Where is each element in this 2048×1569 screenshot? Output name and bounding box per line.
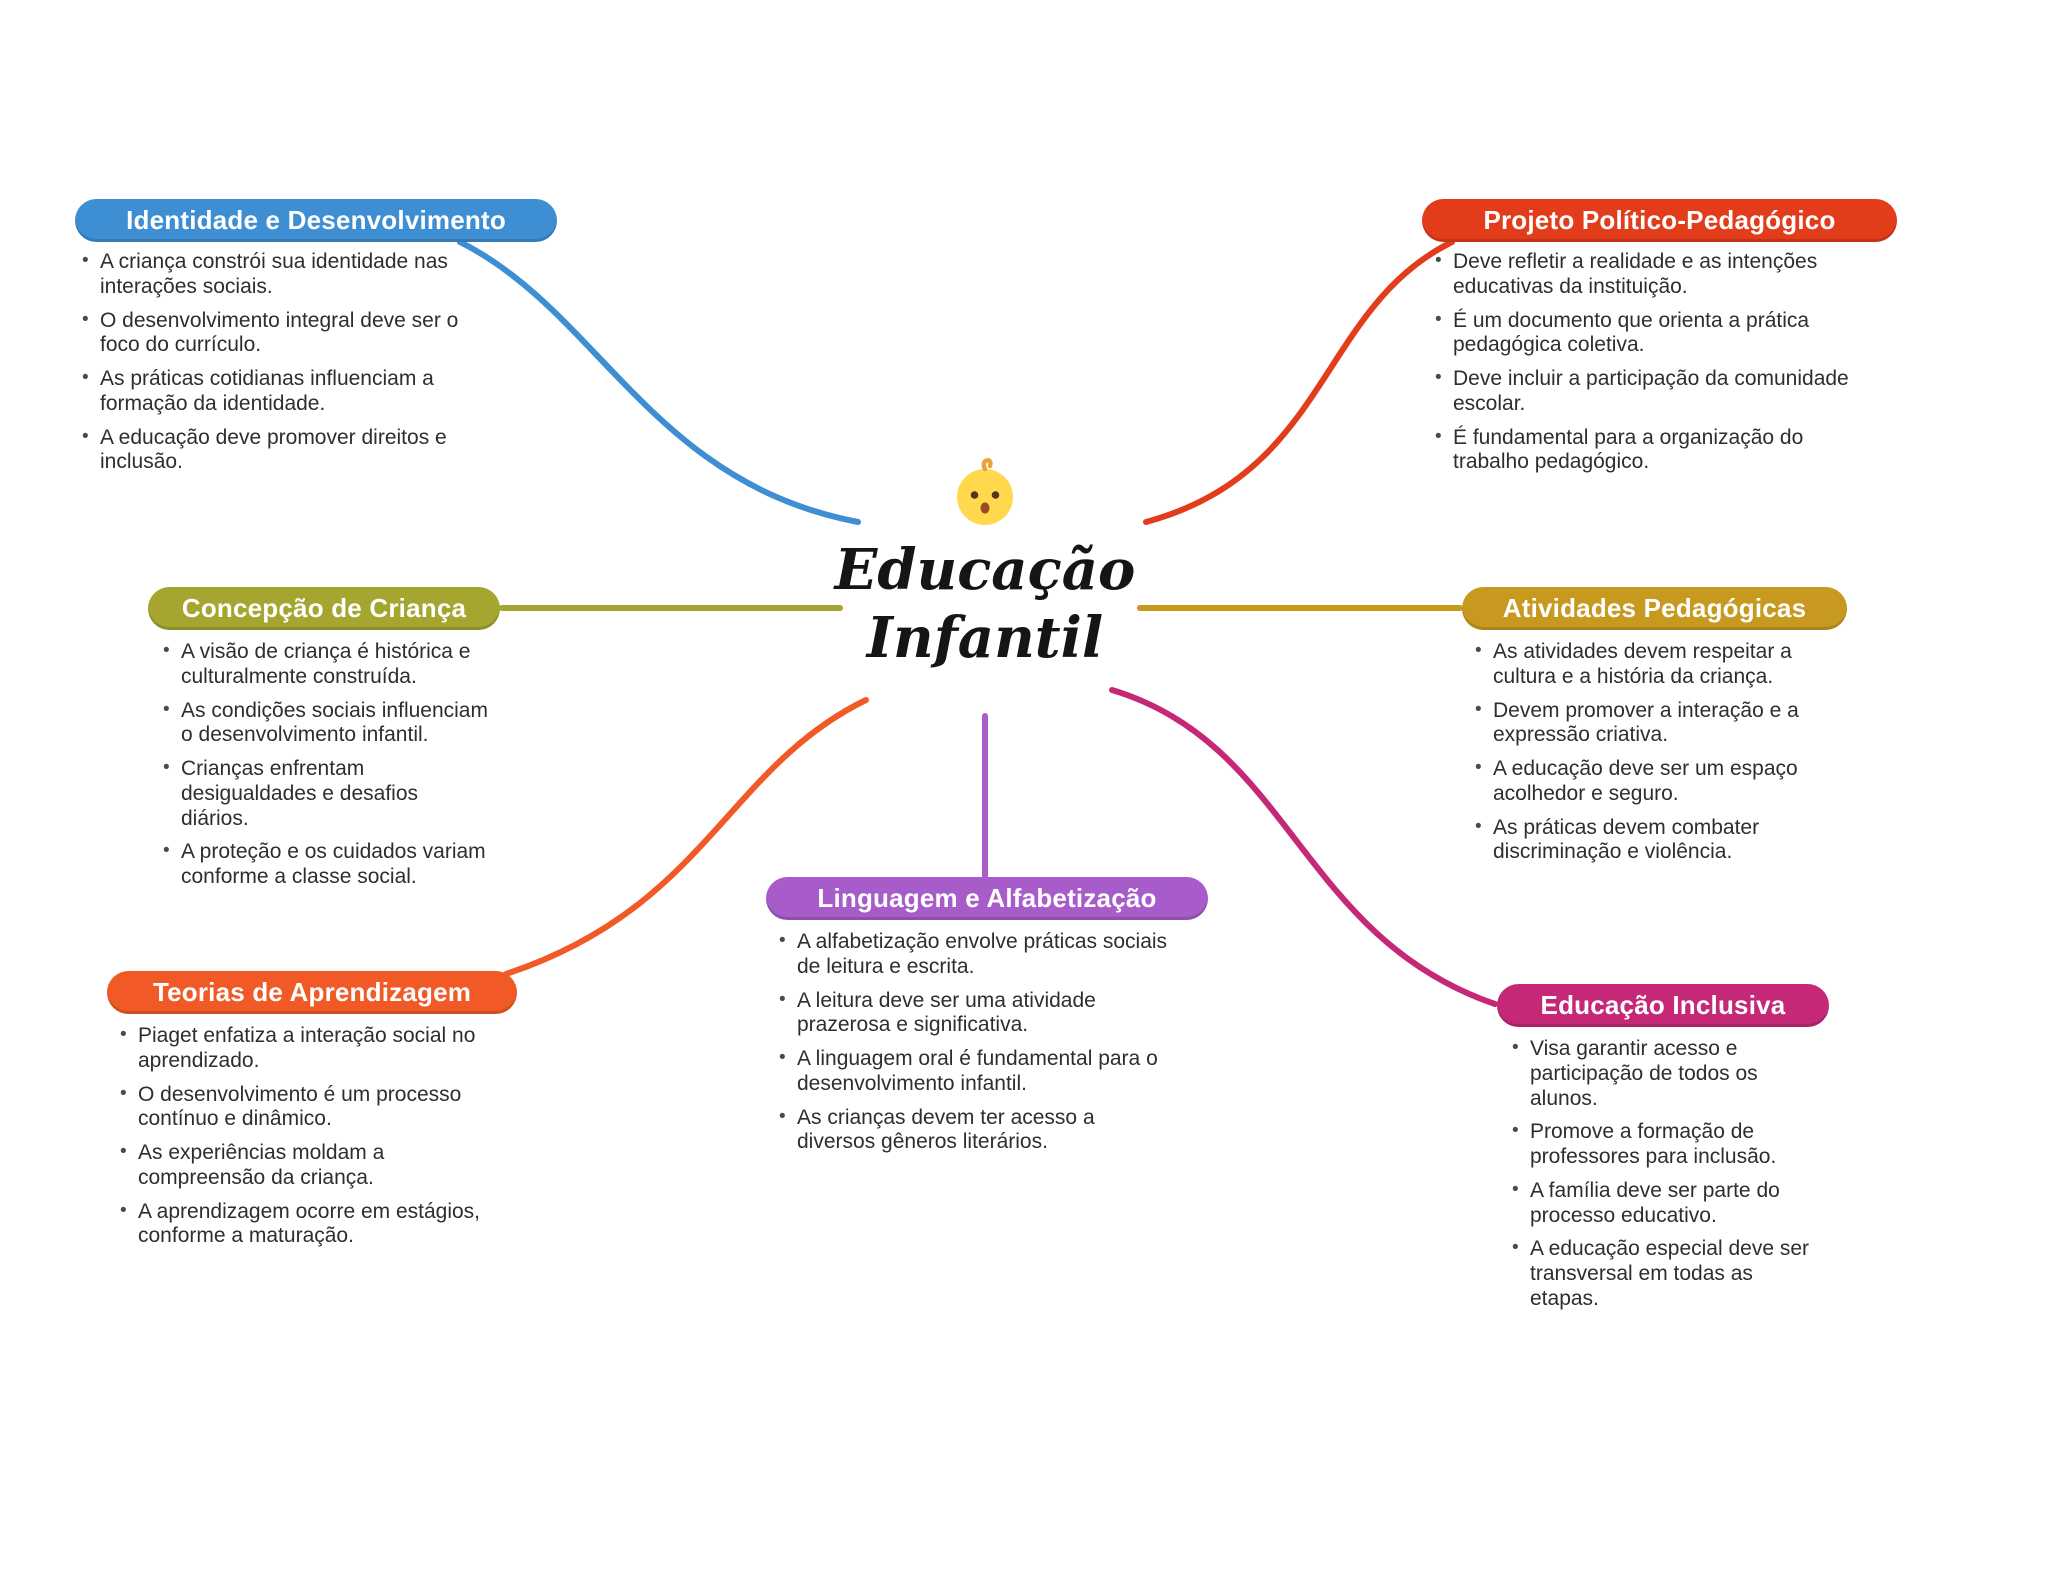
branch-item: É fundamental para a organização do trab… — [1432, 426, 1857, 476]
branch-item: Promove a formação de professores para i… — [1509, 1120, 1827, 1170]
branch-atividades-pedagogicas: Atividades Pedagógicas As atividades dev… — [1462, 587, 1847, 874]
center-node: Educação Infantil — [810, 455, 1160, 673]
branch-item-list: Deve refletir a realidade e as intenções… — [1432, 250, 1857, 475]
branch-item-list: Piaget enfatiza a interação social no ap… — [117, 1024, 497, 1249]
branch-item: A educação deve ser um espaço acolhedor … — [1472, 757, 1827, 807]
branch-concepcao-de-crianca: Concepção de Criança A visão de criança … — [148, 587, 500, 899]
branch-item: A proteção e os cuidados variam conforme… — [160, 840, 490, 890]
branch-item: Piaget enfatiza a interação social no ap… — [117, 1024, 497, 1074]
branch-title-pill: Teorias de Aprendizagem — [107, 971, 517, 1014]
branch-item: Crianças enfrentam desigualdades e desaf… — [160, 757, 490, 831]
baby-face-icon — [949, 455, 1021, 534]
branch-item: As práticas cotidianas influenciam a for… — [79, 367, 487, 417]
connector-inclusiva — [1109, 687, 1498, 1007]
branch-teorias-de-aprendizagem: Teorias de Aprendizagem Piaget enfatiza … — [107, 971, 517, 1258]
branch-item: A leitura deve ser uma atividade prazero… — [776, 989, 1171, 1039]
branch-item: Deve incluir a participação da comunidad… — [1432, 367, 1857, 417]
branch-item: A alfabetização envolve práticas sociais… — [776, 930, 1171, 980]
branch-item-list: A visão de criança é histórica e cultura… — [160, 640, 490, 890]
branch-item: As condições sociais influenciam o desen… — [160, 699, 490, 749]
branch-title-pill: Identidade e Desenvolvimento — [75, 199, 557, 242]
branch-title-pill: Concepção de Criança — [148, 587, 500, 630]
branch-item: A visão de criança é histórica e cultura… — [160, 640, 490, 690]
branch-title-pill: Linguagem e Alfabetização — [766, 877, 1208, 920]
branch-item-list: Visa garantir acesso e participação de t… — [1509, 1037, 1827, 1312]
branch-title-pill: Educação Inclusiva — [1497, 984, 1829, 1027]
branch-item: A educação especial deve ser transversal… — [1509, 1237, 1827, 1311]
branch-projeto-politico-pedagogico: Projeto Político-Pedagógico Deve refleti… — [1422, 199, 1897, 484]
branch-item: É um documento que orienta a prática ped… — [1432, 309, 1857, 359]
branch-educacao-inclusiva: Educação Inclusiva Visa garantir acesso … — [1497, 984, 1829, 1321]
branch-title-pill: Atividades Pedagógicas — [1462, 587, 1847, 630]
branch-item: O desenvolvimento é um processo contínuo… — [117, 1083, 497, 1133]
branch-item: A aprendizagem ocorre em estágios, confo… — [117, 1200, 497, 1250]
branch-item: Deve refletir a realidade e as intenções… — [1432, 250, 1857, 300]
branch-linguagem-e-alfabetizacao: Linguagem e Alfabetização A alfabetizaçã… — [766, 877, 1208, 1164]
branch-item: As crianças devem ter acesso a diversos … — [776, 1106, 1171, 1156]
branch-item: Devem promover a interação e a expressão… — [1472, 699, 1827, 749]
branch-title-pill: Projeto Político-Pedagógico — [1422, 199, 1897, 242]
branch-item: As experiências moldam a compreensão da … — [117, 1141, 497, 1191]
branch-item: O desenvolvimento integral deve ser o fo… — [79, 309, 487, 359]
connector-identidade — [457, 239, 861, 525]
branch-item: As atividades devem respeitar a cultura … — [1472, 640, 1827, 690]
branch-item-list: As atividades devem respeitar a cultura … — [1472, 640, 1827, 865]
connector-teorias — [503, 697, 869, 977]
center-title-line-2: Infantil — [866, 605, 1104, 672]
center-title-line-1: Educação — [834, 537, 1136, 603]
branch-item: Visa garantir acesso e participação de t… — [1509, 1037, 1827, 1111]
branch-item-list: A criança constrói sua identidade nas in… — [79, 250, 487, 475]
branch-item: As práticas devem combater discriminação… — [1472, 816, 1827, 866]
branch-item: A educação deve promover direitos e incl… — [79, 426, 487, 476]
branch-identidade-e-desenvolvimento: Identidade e Desenvolvimento A criança c… — [75, 199, 557, 484]
branch-item: A criança constrói sua identidade nas in… — [79, 250, 487, 300]
branch-item: A linguagem oral é fundamental para o de… — [776, 1047, 1171, 1097]
branch-item-list: A alfabetização envolve práticas sociais… — [776, 930, 1171, 1155]
branch-item: A família deve ser parte do processo edu… — [1509, 1179, 1827, 1229]
connector-projeto — [1143, 239, 1455, 525]
